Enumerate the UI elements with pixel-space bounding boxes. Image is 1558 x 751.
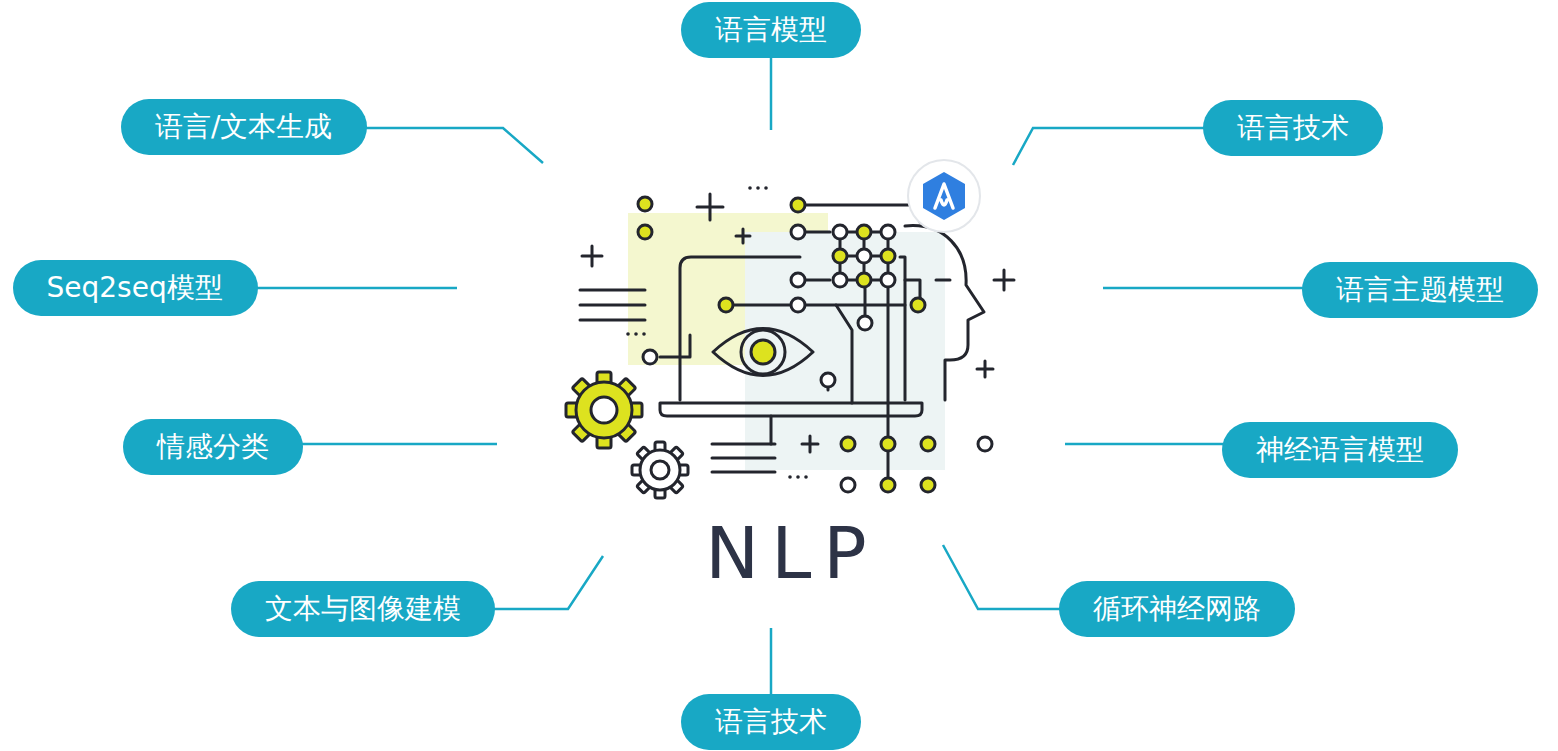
topic-pill: 神经语言模型 [1222,422,1458,478]
grid-dot [881,249,895,263]
topic-pill: 语言主题模型 [1302,262,1538,318]
line-art [580,194,1014,485]
grid-dot [833,249,847,263]
topic-label: 语言技术 [1237,100,1349,156]
topic-pill: 情感分类 [123,419,303,475]
topic-pill: Seq2seq模型 [13,260,258,316]
topic-label: 语言技术 [715,694,827,750]
grid-dot [857,273,871,287]
topic-pill: 语言技术 [1203,100,1383,156]
topic-pill: 语言技术 [681,694,861,750]
gear-large [566,372,642,448]
topic-label: 语言主题模型 [1336,262,1504,318]
circuit-dots [638,197,992,492]
logo-badge [908,160,980,232]
topic-label: 神经语言模型 [1256,422,1424,478]
topic-label: 文本与图像建模 [265,581,461,637]
gear-small [632,442,688,498]
center-title: NLP [705,511,878,595]
topic-label: 循环神经网路 [1093,581,1261,637]
grid-dot [833,225,847,239]
grid-dot [857,225,871,239]
grid-dot [881,225,895,239]
node-grid [833,225,895,287]
topic-label: 语言/文本生成 [155,99,333,155]
topic-label: Seq2seq模型 [47,260,224,316]
grid-dot [881,273,895,287]
topic-pill: 语言/文本生成 [121,99,367,155]
topic-label: 语言模型 [715,2,827,58]
grid-dot [833,273,847,287]
topic-pill: 循环神经网路 [1059,581,1295,637]
topic-label: 情感分类 [157,419,269,475]
blue-panel [745,232,945,470]
ellipsis-dots [626,186,808,479]
topic-pill: 文本与图像建模 [231,581,495,637]
grid-dot [857,249,871,263]
topic-pill: 语言模型 [681,2,861,58]
